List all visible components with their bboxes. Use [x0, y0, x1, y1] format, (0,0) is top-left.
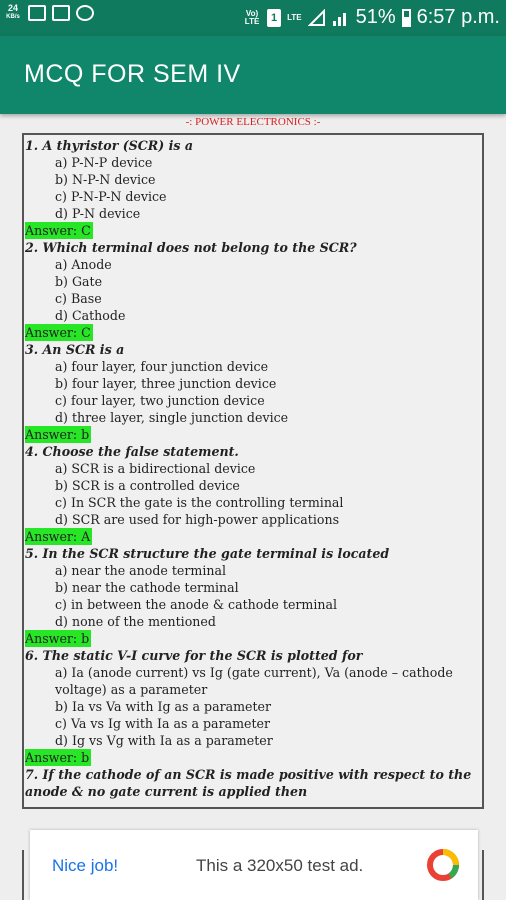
next-panel-border	[22, 850, 24, 900]
clock: 6:57 p.m.	[416, 6, 500, 28]
option: a) P-N-P device	[55, 155, 153, 170]
next-panel-border	[482, 850, 484, 900]
answer-1: Answer: C	[25, 222, 93, 239]
answer-5: Answer: b	[25, 630, 92, 647]
question-2: 2. Which terminal does not belong to the…	[25, 240, 357, 255]
option: a) Anode	[55, 257, 112, 272]
ad-message: This a 320x50 test ad.	[196, 856, 364, 875]
option: a) Ia (anode current) vs Ig (gate curren…	[55, 665, 453, 697]
option: a) near the anode terminal	[55, 563, 227, 578]
app-title: MCQ FOR SEM IV	[24, 60, 241, 88]
option: c) Va vs Ig with Ia as a parameter	[55, 716, 271, 731]
option: c) Base	[55, 291, 102, 306]
question-7: 7. If the cathode of an SCR is made posi…	[25, 767, 472, 799]
option: c) four layer, two junction device	[55, 393, 265, 408]
option: c) in between the anode & cathode termin…	[55, 597, 338, 612]
question-3: 3. An SCR is a	[25, 342, 125, 357]
option: a) four layer, four junction device	[55, 359, 269, 374]
option: d) P-N device	[55, 206, 141, 221]
ad-banner[interactable]: Nice job! This a 320x50 test ad.	[30, 830, 478, 900]
option: c) In SCR the gate is the controlling te…	[55, 495, 344, 510]
option: b) Ia vs Va with Ig as a parameter	[55, 699, 272, 714]
volte-indicator: Vo) LTE	[244, 8, 260, 26]
mcq-list: 1. A thyristor (SCR) is a a) P-N-P devic…	[24, 135, 482, 800]
option: b) N-P-N device	[55, 172, 156, 187]
network-speed: 24 KB/s	[6, 3, 20, 21]
answer-2: Answer: C	[25, 324, 93, 341]
battery-percent: 51%	[355, 6, 396, 28]
question-6: 6. The static V-I curve for the SCR is p…	[25, 648, 363, 663]
option: b) near the cathode terminal	[55, 580, 239, 595]
signal-icon	[307, 8, 325, 26]
option: c) P-N-P-N device	[55, 189, 167, 204]
status-bar: 24 KB/s Vo) LTE 1 LTE 51% 6:57 p.m.	[0, 0, 506, 36]
question-4: 4. Choose the false statement.	[25, 444, 239, 459]
option: d) Ig vs Vg with Ia as a parameter	[55, 733, 273, 748]
option: b) SCR is a controlled device	[55, 478, 240, 493]
signal-strength-icon	[332, 12, 346, 26]
mcq-panel[interactable]: 1. A thyristor (SCR) is a a) P-N-P devic…	[22, 133, 484, 809]
app-bar: MCQ FOR SEM IV	[0, 36, 506, 114]
notification-icon	[28, 5, 46, 21]
answer-3: Answer: b	[25, 426, 92, 443]
option: a) SCR is a bidirectional device	[55, 461, 256, 476]
sim-icon: 1	[267, 8, 282, 27]
shield-icon	[76, 5, 94, 21]
battery-icon	[401, 8, 411, 27]
section-title: -: POWER ELECTRONICS :-	[185, 116, 321, 128]
ad-nice-text: Nice job!	[52, 856, 119, 875]
question-1: 1. A thyristor (SCR) is a	[25, 138, 194, 153]
answer-6: Answer: b	[25, 749, 92, 766]
gallery-icon	[52, 5, 70, 21]
question-5: 5. In the SCR structure the gate termina…	[25, 546, 390, 561]
option: b) four layer, three junction device	[55, 376, 277, 391]
option: d) none of the mentioned	[55, 614, 216, 629]
ad-logo-icon	[427, 849, 460, 881]
option: d) SCR are used for high-power applicati…	[55, 512, 340, 527]
lte-indicator: LTE	[287, 12, 302, 22]
option: b) Gate	[55, 274, 103, 289]
answer-4: Answer: A	[25, 528, 93, 545]
option: d) three layer, single junction device	[55, 410, 289, 425]
option: d) Cathode	[55, 308, 126, 323]
